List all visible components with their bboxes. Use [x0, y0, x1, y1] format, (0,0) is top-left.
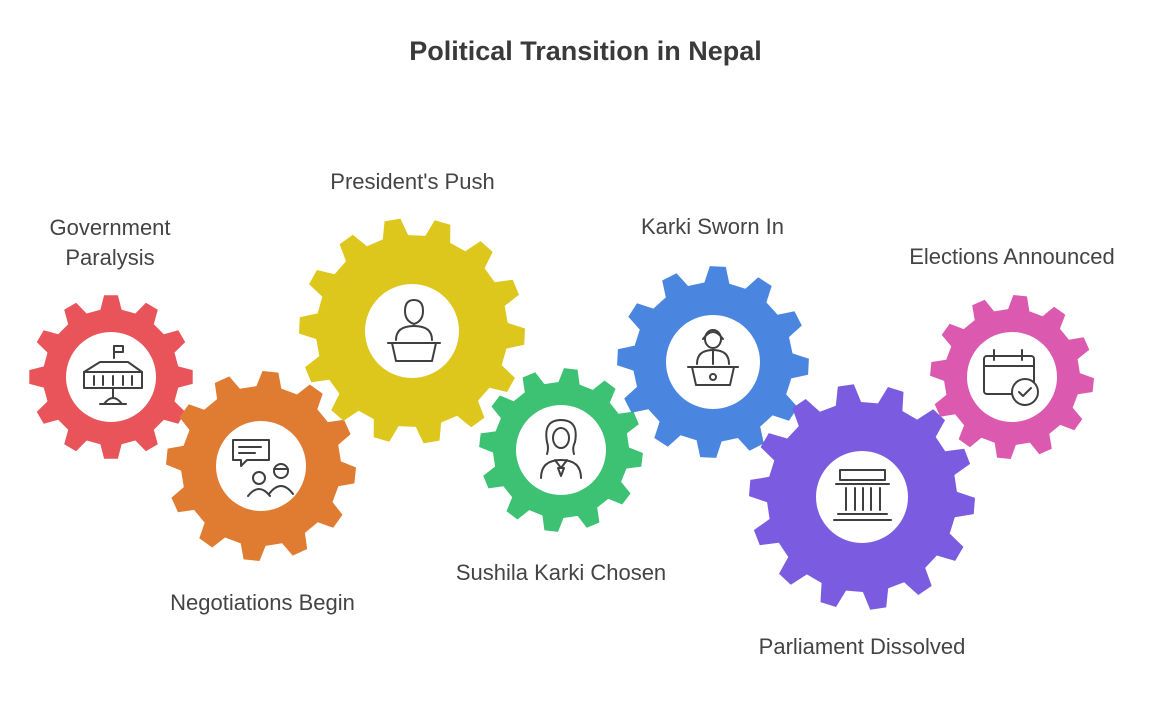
- gear-center-0: [66, 332, 156, 422]
- step-label-negotiations-begin: Negotiations Begin: [170, 590, 355, 615]
- diagram-title: Political Transition in Nepal: [409, 36, 762, 66]
- step-label-elections-announced: Elections Announced: [909, 244, 1115, 269]
- negotiation-chat-icon: [232, 439, 294, 497]
- judge-icon: [540, 419, 582, 479]
- podium-speaker-icon: [387, 299, 441, 362]
- parliament-building-icon: [833, 469, 892, 521]
- step-label-parliament-dissolved: Parliament Dissolved: [758, 634, 966, 659]
- step-label-government-paralysis: Government Paralysis: [49, 215, 171, 270]
- step-label-sushila-karki-chosen: Sushila Karki Chosen: [455, 560, 667, 585]
- step-label-presidents-push: President's Push: [330, 169, 495, 194]
- woman-at-podium-icon: [687, 329, 739, 386]
- gear-center-2: [365, 284, 459, 378]
- government-building-icon: [83, 345, 143, 405]
- gear-center-3: [516, 405, 606, 495]
- step-label-karki-sworn-in: Karki Sworn In: [640, 214, 785, 239]
- gear-center-1: [216, 421, 306, 511]
- calendar-check-icon: [983, 349, 1039, 406]
- gear-center-6: [967, 332, 1057, 422]
